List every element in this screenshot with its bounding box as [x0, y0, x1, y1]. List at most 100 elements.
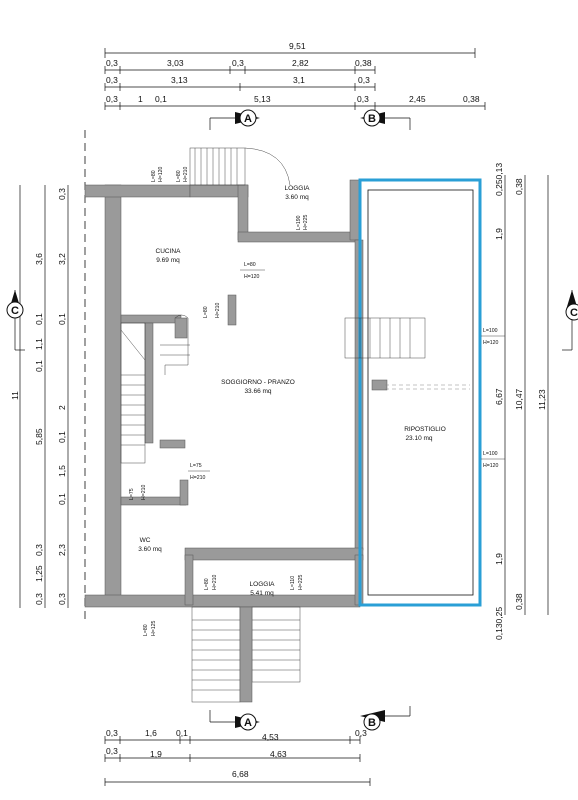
room-cucina-name: CUCINA — [156, 248, 182, 255]
dim-top-r4-c: 0,1 — [155, 94, 167, 104]
dim-left-i5: 0,1 — [57, 431, 67, 443]
dim-top-r2-d: 2,82 — [292, 58, 309, 68]
dim-top-r4-d: 5,13 — [254, 94, 271, 104]
room-ripostiglio-name: RIPOSTIGLIO — [404, 426, 446, 433]
dim-top-r2-b: 3,03 — [167, 58, 184, 68]
dim-left-i9: 0,3 — [57, 593, 67, 605]
room-soggiorno-area: 33.66 mq — [244, 388, 271, 395]
opening-1-l: L=80 — [151, 170, 157, 182]
dim-left-i6: 1,5 — [57, 465, 67, 477]
opening-11-l: L=110 — [290, 576, 296, 590]
dim-left-m5: 5,85 — [34, 428, 44, 445]
dim-bottom-r2-b: 1,9 — [150, 749, 162, 759]
opening-4-h: H=120 — [244, 274, 260, 280]
marker-a-top-label: A — [244, 113, 252, 125]
dim-bottom-r2-a: 0,3 — [106, 746, 118, 756]
opening-11-h: H=225 — [298, 574, 304, 590]
dim-right-i3: 6,67 — [494, 388, 504, 405]
dim-left-i2: 3,2 — [57, 253, 67, 265]
section-marker-b-top: B — [360, 109, 411, 130]
stairs-bottom — [191, 606, 301, 703]
room-wc-area: 3.60 mq — [138, 546, 162, 553]
dim-right-m2: 10,47 — [514, 388, 524, 410]
opening-3-h: H=225 — [303, 214, 309, 230]
section-marker-a-bottom: A — [209, 710, 260, 731]
room-loggia-top-area: 3.60 mq — [285, 194, 309, 201]
opening-1-h: H=120 — [158, 166, 164, 182]
opening-6-h: H=120 — [483, 340, 499, 346]
opening-6-l: L=100 — [483, 328, 498, 334]
room-soggiorno-name: SOGGIORNO - PRANZO — [221, 379, 295, 386]
dim-bottom-r1-a: 0,3 — [106, 728, 118, 738]
opening-10-l: L=80 — [204, 578, 210, 590]
dim-right-i5: 0,130,25 — [494, 607, 504, 640]
dim-left-m2: 0,1 — [34, 313, 44, 325]
opening-7-l: L=100 — [483, 451, 498, 457]
dim-left-m3: 1,1 — [34, 338, 44, 350]
dim-left-m7: 1,25 — [34, 565, 44, 582]
right-dimension-lines: 0,250,13 1,9 6,67 1,9 0,130,25 0,38 10,4… — [494, 163, 549, 640]
dim-top-r3-c: 3,1 — [293, 75, 305, 85]
marker-b-top-label: B — [368, 113, 376, 125]
dim-top-r4-a: 0,3 — [106, 94, 118, 104]
room-loggia-bottom-name: LOGGIA — [250, 581, 276, 588]
opening-10-h: H=210 — [212, 574, 218, 590]
dim-bottom-r1-c: 0,1 — [176, 728, 188, 738]
marker-c-right-label: C — [570, 307, 578, 319]
marker-b-bottom-label: B — [368, 717, 376, 729]
dim-bottom-r1-d: 4,53 — [262, 732, 279, 742]
stairs-left — [120, 314, 190, 464]
dim-top-r2-c: 0,3 — [232, 58, 244, 68]
dim-left-m1: 3,6 — [34, 253, 44, 265]
dim-top-r3-d: 0,3 — [358, 75, 370, 85]
dim-right-i4: 1,9 — [494, 553, 504, 565]
dim-top-total: 9,51 — [289, 41, 306, 51]
room-labels: LOGGIA 3.60 mq CUCINA 9.69 mq SOGGIORNO … — [138, 185, 446, 597]
opening-8-h: H=210 — [190, 475, 206, 481]
dim-left-m4: 0,1 — [34, 360, 44, 372]
opening-labels: L=80 H=120 L=80 H=210 L=190 H=225 L=80 H… — [129, 166, 505, 636]
opening-7-h: H=120 — [483, 463, 499, 469]
dim-top-r2-e: 0,38 — [355, 58, 372, 68]
room-cucina-area: 9.69 mq — [156, 257, 180, 264]
marker-a-bottom-label: A — [244, 717, 252, 729]
room-ripostiglio-area: 23.10 mq — [405, 435, 432, 442]
dim-left-outer: 11 — [10, 391, 20, 400]
opening-9-h: H=210 — [141, 484, 147, 500]
opening-4-l: L=80 — [244, 262, 256, 268]
stairs-top — [189, 147, 291, 186]
dim-left-m8: 0,3 — [34, 593, 44, 605]
dim-right-outer: 11,23 — [537, 389, 547, 410]
bottom-dimension-lines: 0,3 1,6 0,1 4,53 0,3 0,3 1,9 4,63 6,68 — [104, 728, 371, 786]
dim-bottom-r1-b: 1,6 — [145, 728, 157, 738]
marker-c-left-label: C — [11, 305, 19, 317]
top-dimension-lines: 9,51 0,3 3,03 0,3 2,82 0,38 0,3 3,13 3,1… — [104, 41, 486, 110]
dim-left-i1: 0,3 — [57, 188, 67, 200]
dim-top-r4-g: 0,38 — [463, 94, 480, 104]
section-marker-c-right: C — [562, 290, 578, 351]
dim-left-i8: 2,3 — [57, 544, 67, 556]
opening-5-l: L=80 — [203, 306, 209, 318]
ripostiglio-outline — [358, 178, 482, 607]
opening-9-l: L=75 — [129, 488, 135, 500]
dim-left-i7: 0,1 — [57, 493, 67, 505]
dim-bottom-r1-e: 0,3 — [355, 728, 367, 738]
dim-top-r3-b: 3,13 — [171, 75, 188, 85]
room-loggia-top-name: LOGGIA — [285, 185, 311, 192]
dim-left-i3: 0,1 — [57, 313, 67, 325]
section-marker-c-left: C — [6, 290, 25, 351]
stairs-ripostiglio — [344, 317, 470, 390]
opening-2-h: H=210 — [183, 166, 189, 182]
ripostiglio-inner — [367, 189, 474, 596]
dim-top-r4-b: 1 — [138, 94, 143, 104]
dim-right-m1: 0,38 — [514, 178, 524, 195]
dim-right-i1: 0,250,13 — [494, 163, 504, 196]
section-marker-b-bottom: B — [360, 706, 411, 731]
dim-left-i4: 2 — [57, 405, 67, 410]
room-wc-name: WC — [140, 537, 151, 544]
section-marker-a-top: A — [209, 109, 260, 130]
dim-bottom-r3: 6,68 — [232, 769, 249, 779]
opening-12-l: L=80 — [143, 624, 149, 636]
opening-3-l: L=190 — [296, 215, 302, 230]
